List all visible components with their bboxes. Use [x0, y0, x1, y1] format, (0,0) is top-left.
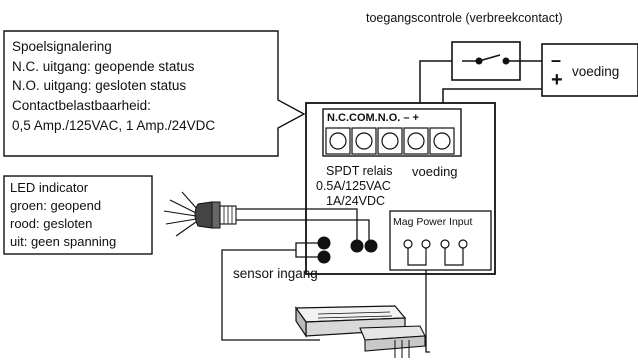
wire-com-to-switch — [419, 60, 452, 103]
relay-line-3: 1A/24VDC — [326, 194, 385, 208]
info-line-3: N.O. uitgang: gesloten status — [12, 78, 186, 93]
info-line-1: Spoelsignalering — [12, 39, 112, 54]
mag-terminal-4 — [458, 239, 468, 249]
led-info-line-3: rood: gesloten — [10, 216, 92, 231]
led-indicator-icon — [194, 201, 237, 229]
terminal-com — [351, 127, 377, 155]
controller-power-label: voeding — [412, 164, 458, 179]
magnetic-lock-icon — [294, 305, 426, 358]
led-cable-a — [236, 208, 358, 240]
sensor-dot-2 — [317, 250, 331, 264]
info-line-2: N.C. uitgang: geopende status — [12, 59, 195, 74]
power-plus-symbol: + — [551, 69, 563, 91]
lock-power-wire — [425, 270, 430, 353]
led-dot-1 — [350, 239, 364, 253]
mag-terminal-3 — [440, 239, 450, 249]
terminal-plus — [429, 127, 455, 155]
led-info-line-4: uit: geen spanning — [10, 234, 116, 249]
info-callout — [3, 30, 306, 157]
led-info-box — [3, 175, 153, 255]
terminal-no — [377, 127, 403, 155]
mag-terminal-2 — [421, 239, 431, 249]
led-dot-2 — [364, 239, 378, 253]
mag-terminal-1 — [403, 239, 413, 249]
mag-power-input-label: Mag Power Input — [393, 216, 472, 228]
power-supply-box — [541, 43, 638, 97]
terminal-minus — [403, 127, 429, 155]
terminal-labels: N.C.COM.N.O. – + — [327, 112, 419, 124]
power-supply-label: voeding — [572, 64, 619, 79]
wire-plus-to-power — [442, 88, 542, 103]
led-cable-b — [236, 219, 370, 240]
led-info-line-2: groen: geopend — [10, 198, 101, 213]
led-info-line-1: LED indicator — [10, 180, 89, 195]
sensor-wire — [221, 249, 320, 341]
switch-lever — [478, 54, 501, 62]
relay-line-2: 0.5A/125VAC — [316, 179, 391, 193]
sensor-input-label: sensor ingang — [233, 266, 318, 281]
mag-wire-pair-2 — [444, 248, 464, 266]
power-minus-symbol: – — [551, 50, 561, 70]
relay-line-1: SPDT relais — [326, 164, 392, 178]
mag-wire-pair-1 — [407, 248, 427, 266]
info-line-5: 0,5 Amp./125VAC, 1 Amp./24VDC — [12, 118, 215, 133]
led-rays — [163, 191, 199, 237]
access-control-label: toegangscontrole (verbreekcontact) — [366, 11, 563, 25]
terminal-nc — [325, 127, 351, 155]
sensor-dot-1 — [317, 236, 331, 250]
info-line-4: Contactbelastbaarheid: — [12, 98, 151, 113]
